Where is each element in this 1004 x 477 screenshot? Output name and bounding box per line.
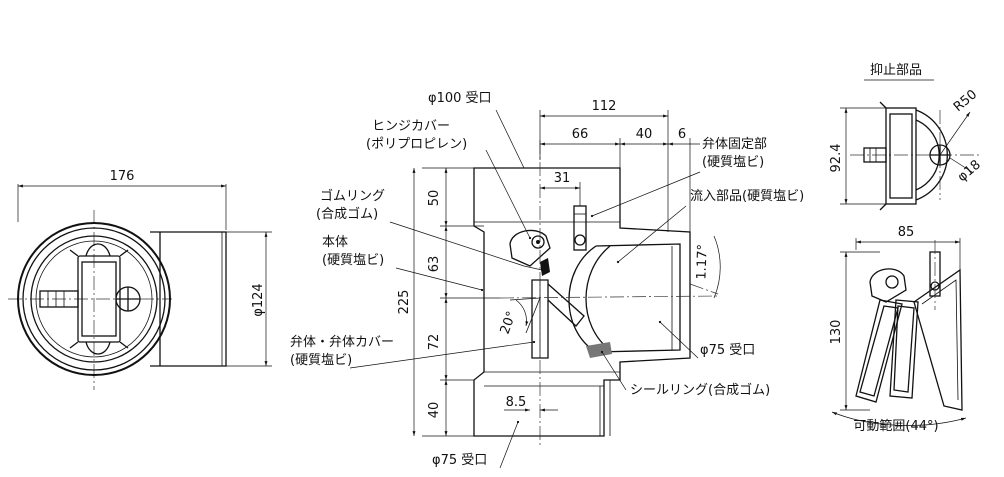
- label-valve-fix-mat: (硬質塩ビ): [702, 155, 764, 170]
- dim-66: 66: [572, 127, 589, 142]
- label-rubber-ring-mat: (合成ゴム): [316, 206, 378, 222]
- label-valve-mat: (硬質塩ビ): [290, 353, 352, 368]
- parts-title: 抑止部品: [870, 63, 922, 78]
- label-inlet-100: φ100 受口: [428, 91, 492, 106]
- dim-phi18: φ18: [955, 157, 984, 185]
- dim-phi124: φ124: [251, 283, 266, 316]
- label-seal-ring: シールリング(合成ゴム): [630, 382, 770, 398]
- angle-20: 20°: [498, 309, 520, 336]
- dim-40v: 40: [427, 402, 442, 419]
- angle-1-17: 1.17°: [694, 244, 710, 280]
- dim-92-4: 92.4: [829, 144, 844, 173]
- dim-112: 112: [592, 99, 617, 114]
- label-inlet-75-right: φ75 受口: [700, 343, 755, 358]
- dim-8-5: 8.5: [506, 395, 527, 410]
- dim-63: 63: [427, 256, 442, 273]
- label-valve: 弁体・弁体カバー: [290, 335, 394, 350]
- label-rubber-ring: ゴムリング: [320, 188, 385, 204]
- dim-72: 72: [427, 334, 442, 351]
- label-body: 本体: [322, 235, 348, 250]
- side-view: 176 φ124: [8, 169, 272, 390]
- dim-225: 225: [397, 290, 412, 315]
- range-label: 可動範囲(44°): [853, 419, 938, 434]
- dim-6: 6: [678, 127, 686, 142]
- dim-130: 130: [829, 320, 844, 345]
- label-hinge-cover: ヒンジカバー: [372, 119, 450, 134]
- dim-50: 50: [427, 190, 442, 207]
- label-hinge-cover-mat: (ポリプロピレン): [366, 137, 467, 152]
- label-body-mat: (硬質塩ビ): [322, 253, 384, 268]
- label-inflow: 流入部品(硬質塩ビ): [690, 189, 804, 204]
- parts-view: 抑止部品 92.4 R50 φ18 85 130: [829, 63, 984, 434]
- dim-40: 40: [636, 127, 653, 142]
- dim-r50: R50: [951, 87, 980, 115]
- label-valve-fix: 弁体固定部: [702, 137, 767, 152]
- section-view: 20° 1.17° 225 50 63 72 40 112 66 40 6: [290, 91, 804, 469]
- dim-31: 31: [554, 171, 571, 186]
- dim-176: 176: [110, 169, 135, 184]
- label-inlet-75-bottom: φ75 受口: [432, 453, 487, 468]
- dim-85: 85: [898, 225, 915, 240]
